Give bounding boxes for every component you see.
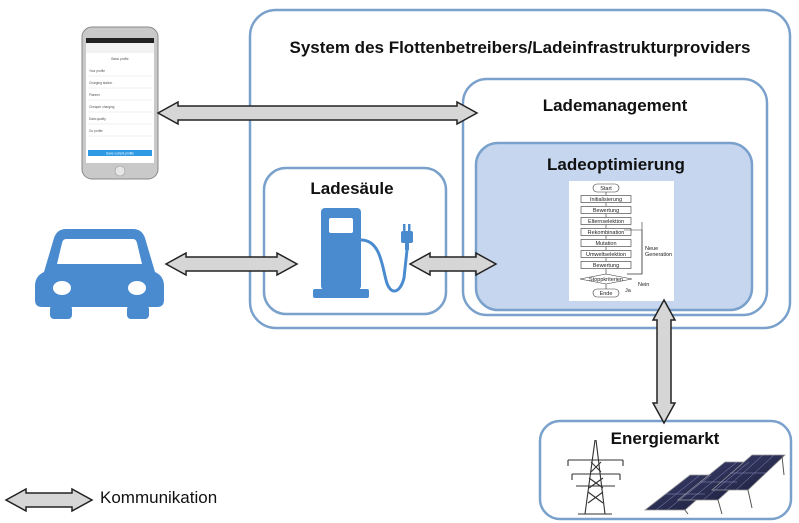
flowchart-decision [579, 273, 633, 285]
flowchart-step [580, 239, 632, 247]
ladesaeule-label: Ladesäule [310, 179, 393, 198]
system-label: System des Flottenbetreibers/Ladeinfrast… [289, 38, 750, 57]
phone-save-button-label: Save current profile [106, 151, 134, 155]
flowchart-step-label: Bewertung [593, 263, 619, 269]
flowchart-step-label: Rekombination [588, 230, 625, 236]
solar-panels-icon [643, 454, 787, 515]
arrow-ladeoptimierung-energiemarkt [651, 298, 677, 425]
arrow-phone-lademanagement [156, 100, 479, 126]
arrow-car-ladesaeule [164, 251, 299, 277]
flowchart-step-label: Initialisierung [590, 197, 622, 203]
legend-arrow [4, 487, 94, 513]
flowchart-step-label: Umweltselektion [586, 252, 626, 258]
flowchart-step-label: Mutation [595, 241, 616, 247]
ladeoptimierung-label: Ladeoptimierung [547, 155, 685, 174]
yes-label: Ja [625, 288, 632, 294]
phone-app-title: Basic profile [111, 57, 129, 61]
legend-label: Kommunikation [100, 488, 218, 507]
flowchart-step-label: Elternselektion [588, 219, 624, 225]
lademanagement-label: Lademanagement [543, 96, 688, 115]
car-icon [35, 229, 164, 319]
loop-label-1: Neue [645, 246, 658, 252]
phone-row-label: Your profile [89, 69, 105, 73]
phone-row-label: Data quality [89, 117, 106, 121]
flowchart-step-label: Start [600, 186, 612, 192]
flowchart-step [580, 261, 632, 269]
energiemarkt-label: Energiemarkt [611, 429, 720, 448]
flowchart-step-label: Bewertung [593, 208, 619, 214]
genetic-algorithm-flowchart: StartInitialisierungBewertungElternselek… [569, 181, 674, 301]
flowchart-step [580, 206, 632, 214]
flowchart-step [580, 195, 632, 203]
phone-row-label: Charging station [89, 81, 112, 85]
phone-row-label: Go profile [89, 129, 103, 133]
flowchart-step [580, 217, 632, 225]
flowchart-terminal [592, 288, 620, 298]
charging-station-icon [313, 208, 413, 298]
loop-label-2: Generation [645, 252, 672, 258]
phone-save-button [88, 150, 152, 156]
power-tower-icon [567, 439, 624, 515]
flowchart-step [580, 250, 632, 258]
flowchart-step-label: Stoppkriterien [589, 277, 623, 283]
arrow-ladesaeule-ladeoptimierung [408, 251, 498, 277]
phone-row-label: Planner [89, 93, 101, 97]
phone-row-label: Cheaper charging [89, 105, 115, 109]
no-label: Nein [638, 282, 649, 288]
flowchart-step [580, 228, 632, 236]
flowchart-step-label: Ende [600, 291, 613, 297]
